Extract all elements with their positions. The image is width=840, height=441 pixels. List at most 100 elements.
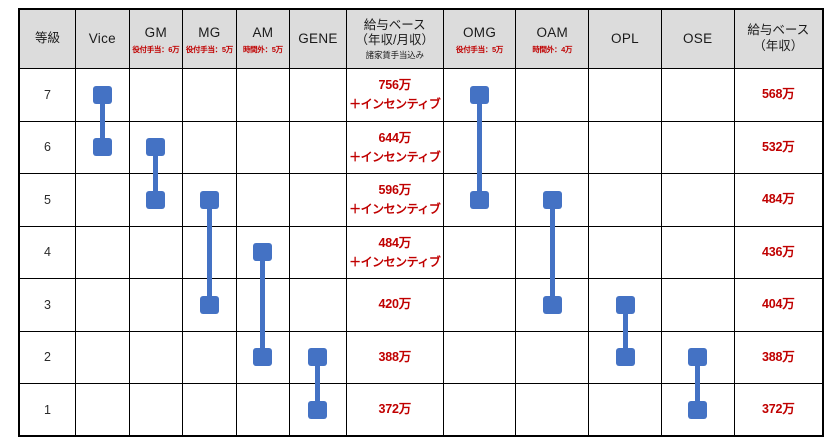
grade-cell: 6 [18, 120, 77, 174]
column-header-label-gm: GM [144, 24, 168, 40]
range-cell-ose [660, 383, 735, 437]
column-header-sublabel-base2: （年収） [753, 39, 804, 53]
grade-cell: 4 [18, 225, 77, 279]
range-cell-am [235, 330, 291, 384]
column-header-subnote-base1: 諸家賃手当込み [365, 50, 424, 61]
table-row: 6 644万 ＋インセンティブ 532万 [18, 120, 824, 174]
range-cell-gene [289, 330, 347, 384]
range-cell-am [235, 383, 291, 437]
column-header-label-am: AM [252, 24, 274, 40]
range-cell-am [235, 68, 291, 122]
range-cell-omg [442, 383, 517, 437]
range-cell-vice [75, 330, 130, 384]
salary-amount: 644万 [378, 130, 411, 145]
range-cell-omg [442, 68, 517, 122]
column-header-vice: Vice [75, 8, 130, 69]
range-cell-vice [75, 68, 130, 122]
column-header-base1: 給与ベース（年収/月収） 諸家賃手当込み [345, 8, 444, 69]
range-cell-gene [289, 278, 347, 332]
salary-cell-base1: 388万 [345, 330, 444, 384]
salary-incentive-note: ＋インセンティブ [349, 254, 441, 269]
salary-amount: 484万 [762, 192, 795, 207]
salary-cell-base1: 756万 ＋インセンティブ [345, 68, 444, 122]
range-cell-opl [588, 225, 662, 279]
column-header-base2: 給与ベース（年収） [733, 8, 824, 69]
salary-incentive-note: ＋インセンティブ [349, 97, 441, 112]
salary-amount: 756万 [378, 78, 411, 93]
column-header-am: AM 時間外：5万 [235, 8, 291, 69]
range-cell-mg [182, 225, 237, 279]
range-cell-ose [660, 120, 735, 174]
range-cell-am [235, 278, 291, 332]
column-header-label-base1: 給与ベース [363, 17, 426, 32]
range-cell-mg [182, 383, 237, 437]
range-cell-ose [660, 330, 735, 384]
column-header-label-ose: OSE [683, 30, 713, 46]
salary-amount: 532万 [762, 139, 795, 154]
range-cell-gm [128, 68, 184, 122]
range-cell-am [235, 225, 291, 279]
range-cell-vice [75, 278, 130, 332]
range-cell-gm [128, 278, 184, 332]
range-cell-omg [442, 330, 517, 384]
range-cell-gene [289, 383, 347, 437]
salary-incentive-note: ＋インセンティブ [349, 149, 441, 164]
range-cell-ose [660, 278, 735, 332]
column-header-label-omg: OMG [462, 24, 497, 40]
range-cell-oam [515, 330, 590, 384]
table-row: 1 372万 372万 [18, 383, 824, 437]
range-cell-gene [289, 173, 347, 227]
range-cell-gm [128, 173, 184, 227]
table-row: 2 388万 388万 [18, 330, 824, 384]
column-header-allowance-note-oam: 時間外：4万 [532, 44, 573, 54]
salary-incentive-note: ＋インセンティブ [349, 202, 441, 217]
range-cell-gene [289, 225, 347, 279]
range-cell-mg [182, 120, 237, 174]
range-cell-gm [128, 225, 184, 279]
salary-cell-base2: 532万 [733, 120, 824, 174]
salary-cell-base2: 568万 [733, 68, 824, 122]
range-cell-gene [289, 68, 347, 122]
range-cell-gene [289, 120, 347, 174]
column-header-label-vice: Vice [88, 30, 116, 46]
column-header-allowance-note-am: 時間外：5万 [242, 44, 283, 54]
salary-amount: 568万 [762, 87, 795, 102]
column-header-opl: OPL [588, 8, 662, 69]
range-cell-gm [128, 383, 184, 437]
range-cell-omg [442, 120, 517, 174]
salary-amount: 372万 [378, 402, 411, 417]
salary-amount: 372万 [762, 402, 795, 417]
salary-cell-base1: 644万 ＋インセンティブ [345, 120, 444, 174]
salary-amount: 388万 [378, 349, 411, 364]
range-cell-vice [75, 120, 130, 174]
salary-cell-base2: 388万 [733, 330, 824, 384]
salary-amount: 484万 [378, 235, 411, 250]
salary-cell-base2: 484万 [733, 173, 824, 227]
salary-cell-base1: 372万 [345, 383, 444, 437]
column-header-gene: GENE [289, 8, 347, 69]
range-cell-omg [442, 173, 517, 227]
salary-cell-base2: 372万 [733, 383, 824, 437]
column-header-sublabel-base1: （年収/月収） [355, 33, 434, 48]
column-header-ose: OSE [660, 8, 735, 69]
range-cell-mg [182, 278, 237, 332]
range-cell-opl [588, 173, 662, 227]
grade-cell: 3 [18, 278, 77, 332]
grade-cell: 1 [18, 383, 77, 437]
salary-amount: 596万 [378, 183, 411, 198]
column-header-label-mg: MG [198, 24, 221, 40]
grade-cell: 2 [18, 330, 77, 384]
column-header-label-opl: OPL [611, 30, 639, 46]
salary-amount: 404万 [762, 297, 795, 312]
range-cell-opl [588, 330, 662, 384]
